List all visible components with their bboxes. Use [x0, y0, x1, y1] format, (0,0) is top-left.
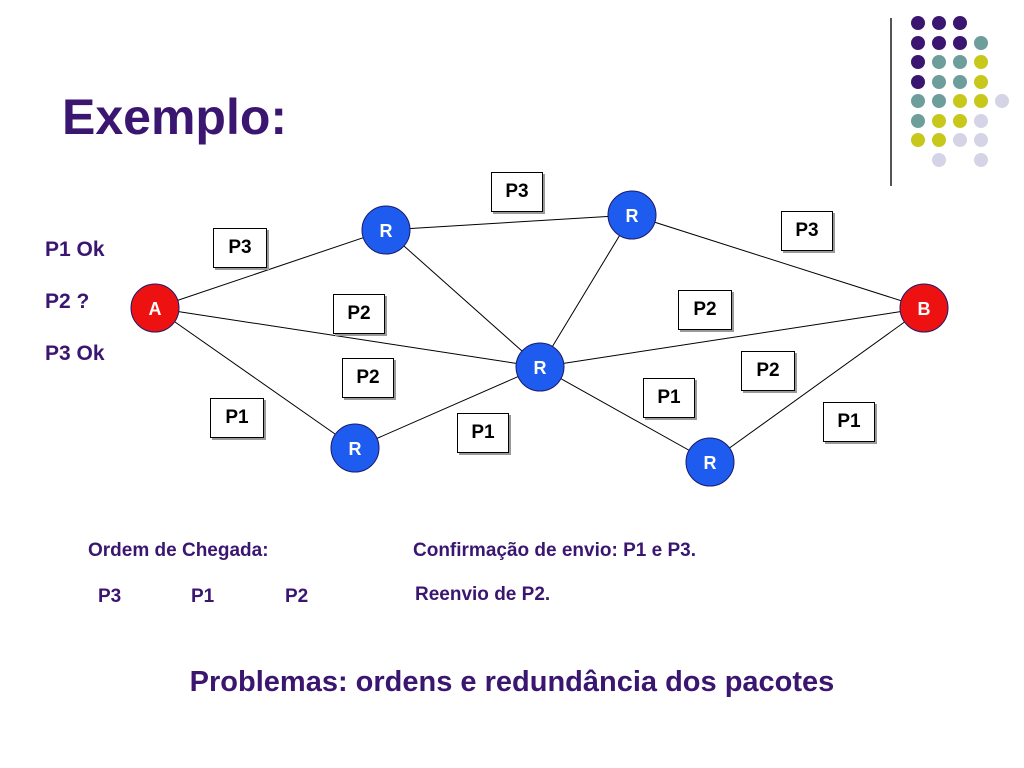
decor-dot [953, 74, 967, 89]
decor-dot [932, 133, 946, 147]
decor-dot [995, 94, 1009, 108]
router-3: R [515, 342, 565, 392]
router-4-label: R [349, 439, 362, 459]
decor-dot [932, 16, 946, 30]
link-r3-b [539, 307, 925, 368]
link-r2-r3 [539, 214, 633, 368]
decor-dot [932, 94, 946, 108]
resend-text: Reenvio de P2. [415, 584, 551, 605]
decor-dot [953, 133, 967, 147]
decor-dot [911, 94, 925, 108]
link-r1-r3 [385, 229, 541, 368]
link-a-r1 [154, 229, 387, 309]
arrival-item-2: P1 [191, 586, 215, 607]
confirmation-text: Confirmação de envio: P1 e P3. [413, 540, 696, 561]
router-4-circle [330, 423, 380, 473]
decorative-divider [890, 18, 892, 186]
decor-dot [911, 55, 925, 69]
decor-dot [974, 133, 988, 147]
status-p2: P2 ? [45, 290, 90, 313]
decor-dot [911, 16, 925, 30]
router-3-label: R [534, 358, 547, 378]
packet-p1-a-r4: P1 [210, 398, 264, 438]
router-2-circle [607, 190, 657, 240]
router-2-label: R [626, 206, 639, 226]
router-5-circle [685, 437, 735, 487]
decor-dot [911, 74, 925, 89]
packet-p2-a-r3: P2 [333, 294, 385, 334]
packet-p3-a-r1: P3 [213, 228, 267, 268]
router-5-label: R [704, 453, 717, 473]
node-b-label: B [918, 299, 931, 319]
decor-dot [932, 74, 946, 89]
link-a-r3 [154, 307, 541, 368]
slide-title: Exemplo: [62, 89, 288, 145]
decor-dot [932, 152, 946, 167]
decor-dot [953, 94, 967, 108]
node-a-label: A [149, 299, 162, 319]
decor-dot [974, 152, 988, 167]
status-p1: P1 Ok [45, 238, 105, 261]
packet-p3-r2-b: P3 [781, 211, 833, 251]
arrival-item-3: P2 [285, 586, 309, 607]
router-3-circle [515, 342, 565, 392]
node-a-circle [130, 283, 180, 333]
router-5: R [685, 437, 735, 487]
link-r5-b [709, 307, 925, 463]
problems-caption: Problemas: ordens e redundância dos paco… [189, 666, 835, 698]
decor-dot [932, 35, 946, 50]
decor-dot [953, 113, 967, 128]
router-1: R [361, 205, 411, 255]
link-a-r4 [154, 307, 356, 449]
decor-dot [932, 55, 946, 69]
link-r2-b [631, 214, 925, 309]
decor-dot [974, 55, 988, 69]
packet-p2-r2-r3: P2 [741, 351, 795, 391]
decor-dot [911, 133, 925, 147]
link-r1-r2 [385, 214, 633, 231]
decor-dot [974, 94, 988, 108]
decor-dot [911, 113, 925, 128]
packet-p1-r3-r5: P1 [643, 378, 695, 418]
decor-dot [974, 74, 988, 89]
node-a: A [130, 283, 180, 333]
decor-dot [932, 113, 946, 128]
link-r3-r4 [354, 366, 541, 449]
router-2: R [607, 190, 657, 240]
decor-dot [974, 35, 988, 50]
decor-dot [911, 35, 925, 50]
packet-p1-r4-r3: P1 [457, 413, 509, 453]
node-b-circle [899, 283, 949, 333]
arrival-item-1: P3 [98, 586, 122, 607]
packet-p3-r1-r2: P3 [491, 172, 543, 212]
decor-dot [974, 113, 988, 128]
arrival-order-label: Ordem de Chegada: [88, 540, 269, 561]
network-links [154, 214, 925, 463]
decor-dot [953, 16, 967, 30]
status-p3: P3 Ok [45, 342, 105, 365]
packet-p1-r5-b: P1 [823, 402, 875, 442]
node-b: B [899, 283, 949, 333]
packet-p2-r3-b: P2 [678, 290, 732, 330]
decor-dot [953, 55, 967, 69]
router-4: R [330, 423, 380, 473]
decor-dot [953, 35, 967, 50]
router-1-circle [361, 205, 411, 255]
router-1-label: R [380, 221, 393, 241]
packet-p2-r1-r3: P2 [342, 358, 394, 398]
link-r3-r5 [539, 366, 711, 463]
